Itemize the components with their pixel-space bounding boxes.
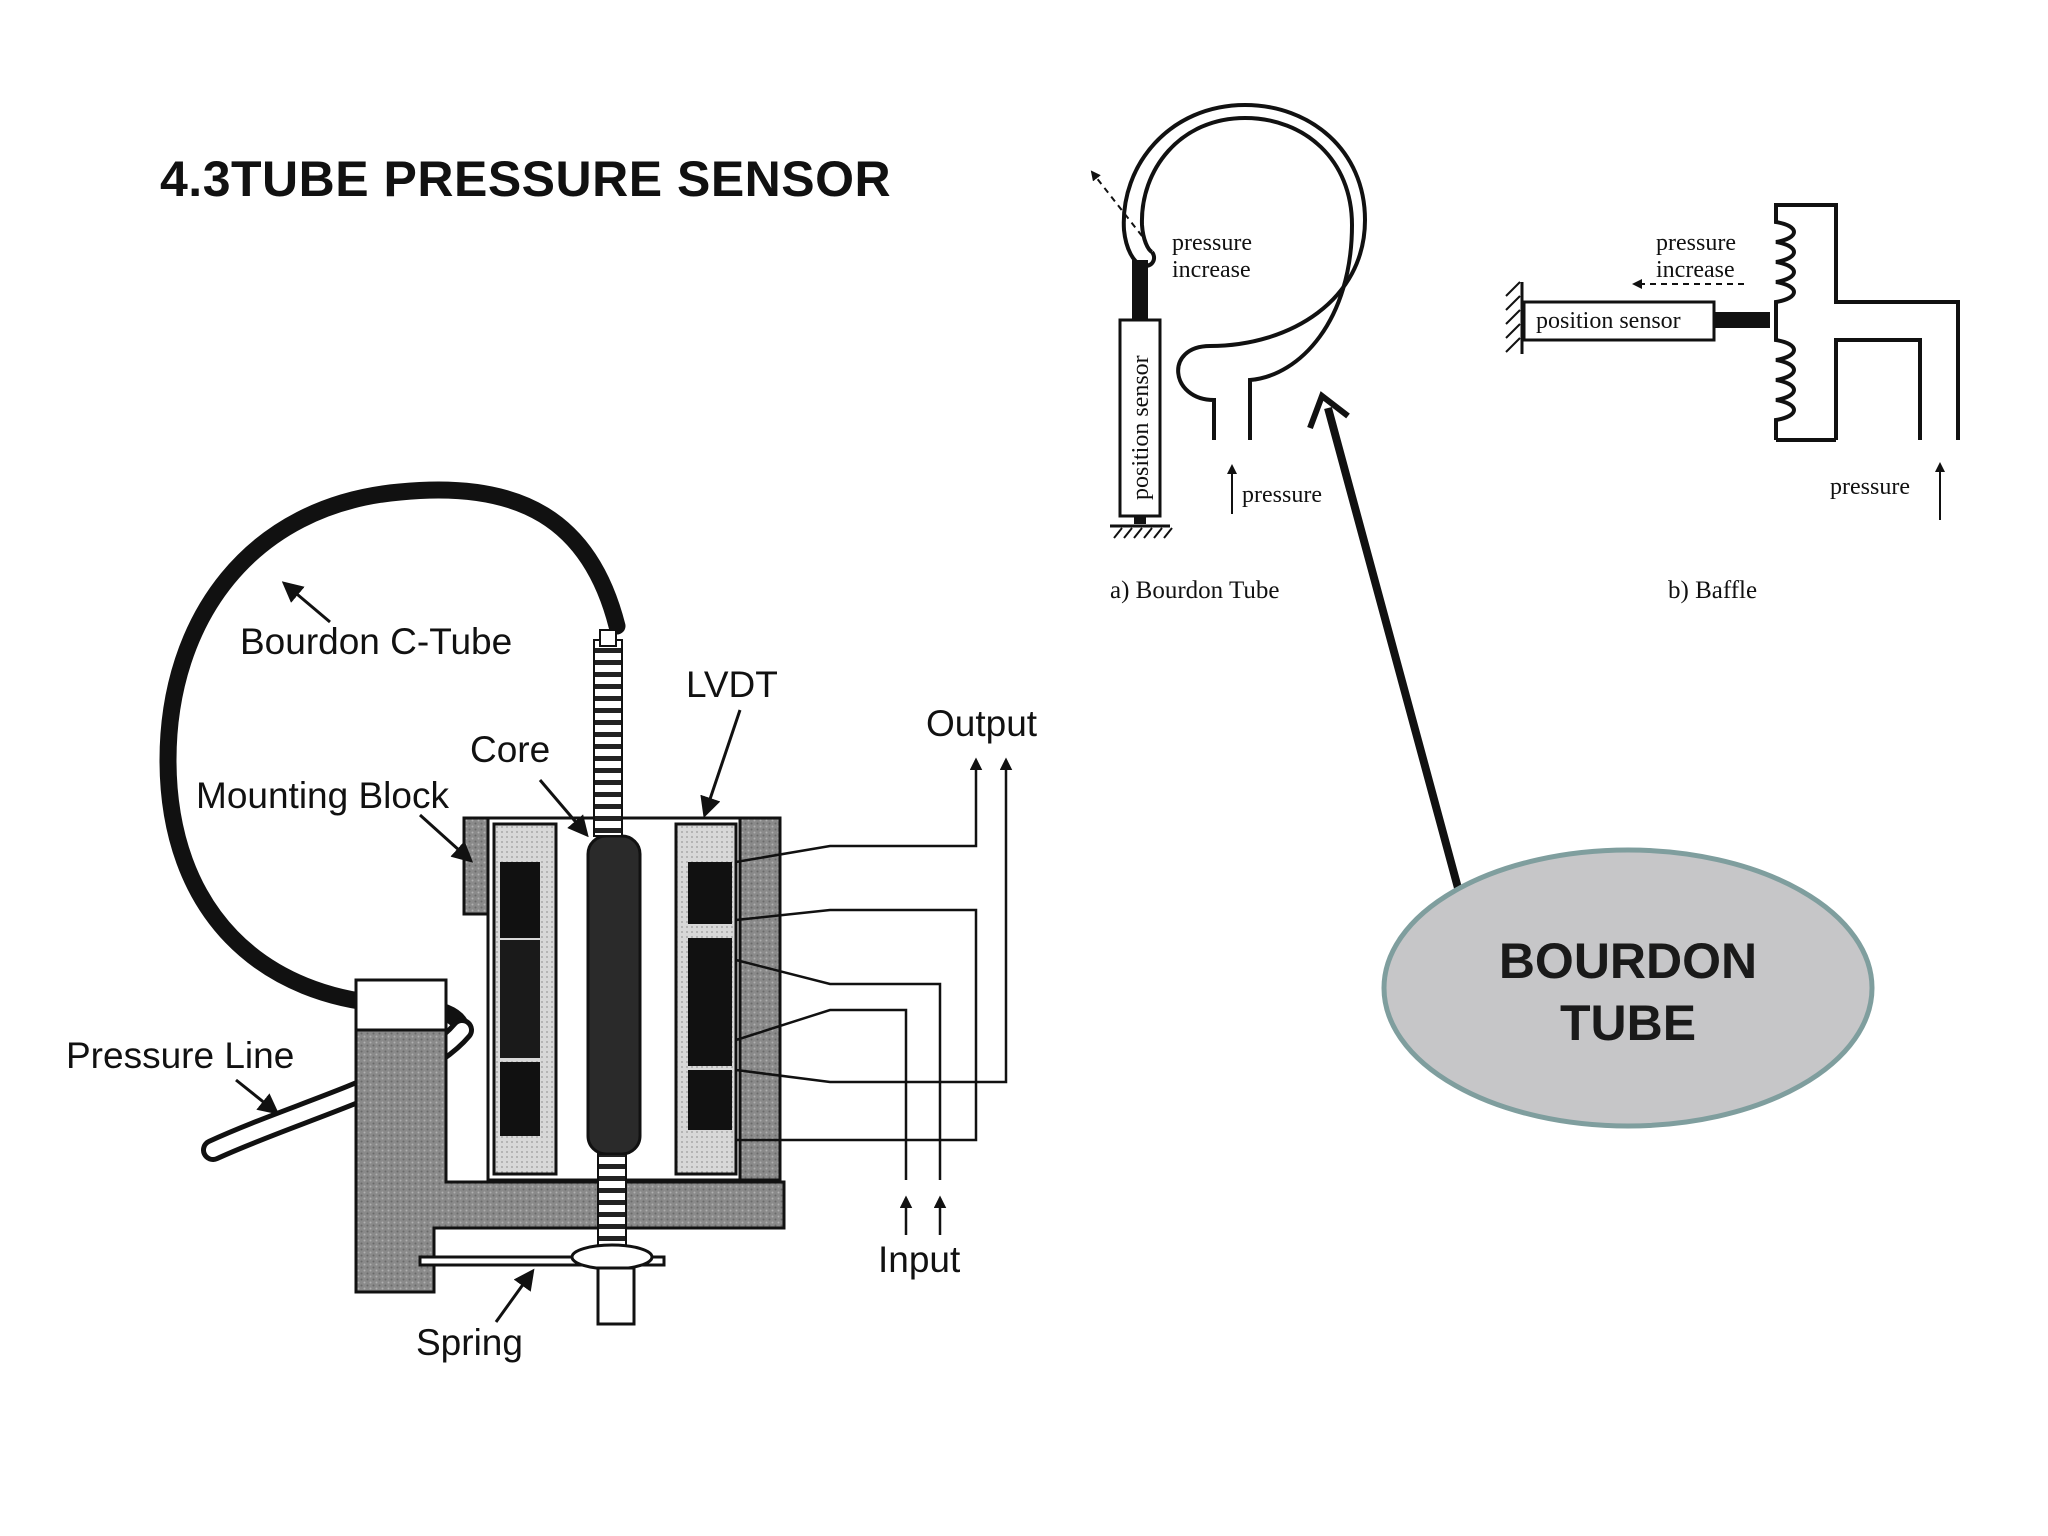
position-sensor-horizontal [1522, 300, 1716, 342]
caption-bourdon-tube: a) Bourdon Tube [1110, 577, 1279, 604]
label-mounting-block: Mounting Block [196, 775, 449, 816]
callout-ellipse [1381, 847, 1875, 1129]
mounting-block [354, 1003, 786, 1294]
label-pressure-line: Pressure Line [66, 1035, 294, 1076]
lvdt-core [586, 834, 642, 1156]
label-spring: Spring [416, 1322, 523, 1363]
pressure-label-a: pressure [1242, 482, 1322, 508]
pressure-label-b: pressure [1830, 474, 1910, 500]
label-bourdon-c-tube: Bourdon C-Tube [240, 621, 512, 662]
label-output: Output [926, 703, 1038, 744]
label-lvdt: LVDT [686, 664, 778, 705]
callout-line2: TUBE [1560, 995, 1696, 1051]
position-sensor-label-vertical: position sensor [1128, 355, 1154, 500]
position-sensor-label-horizontal: position sensor [1536, 308, 1681, 334]
label-core: Core [470, 729, 550, 770]
caption-baffle: b) Baffle [1668, 577, 1757, 604]
callout-pointer-arrowhead [1307, 391, 1350, 430]
callout-line1: BOURDON [1499, 933, 1757, 989]
label-input: Input [878, 1239, 961, 1280]
callout-pointer-line [1324, 406, 1462, 890]
page-title: 4.3TUBE PRESSURE SENSOR [160, 151, 892, 207]
lvdt-sensor-diagram: Bourdon C-Tube LVDT Core Mounting Block … [66, 481, 1038, 1363]
bourdon-tube-callout: BOURDON TUBE [1307, 391, 1875, 1129]
